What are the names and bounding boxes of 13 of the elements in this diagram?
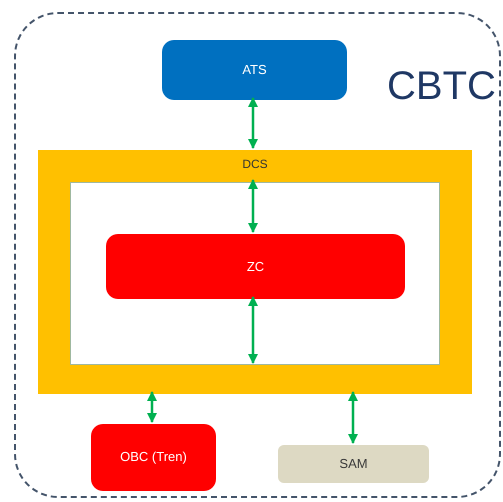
double-arrow [147, 391, 157, 423]
system-title: CBTC [387, 66, 496, 106]
process-box: SAM [278, 445, 429, 483]
frame-box [38, 150, 472, 394]
process-box: ZC [106, 234, 405, 299]
double-arrow [348, 391, 358, 444]
double-arrow [248, 97, 258, 149]
double-arrow [248, 296, 258, 364]
double-arrow [248, 179, 258, 233]
system-boundary [14, 12, 501, 498]
process-box: ATS [162, 40, 347, 100]
frame-label: DCS [241, 158, 269, 170]
process-box: OBC (Tren) [91, 424, 216, 491]
